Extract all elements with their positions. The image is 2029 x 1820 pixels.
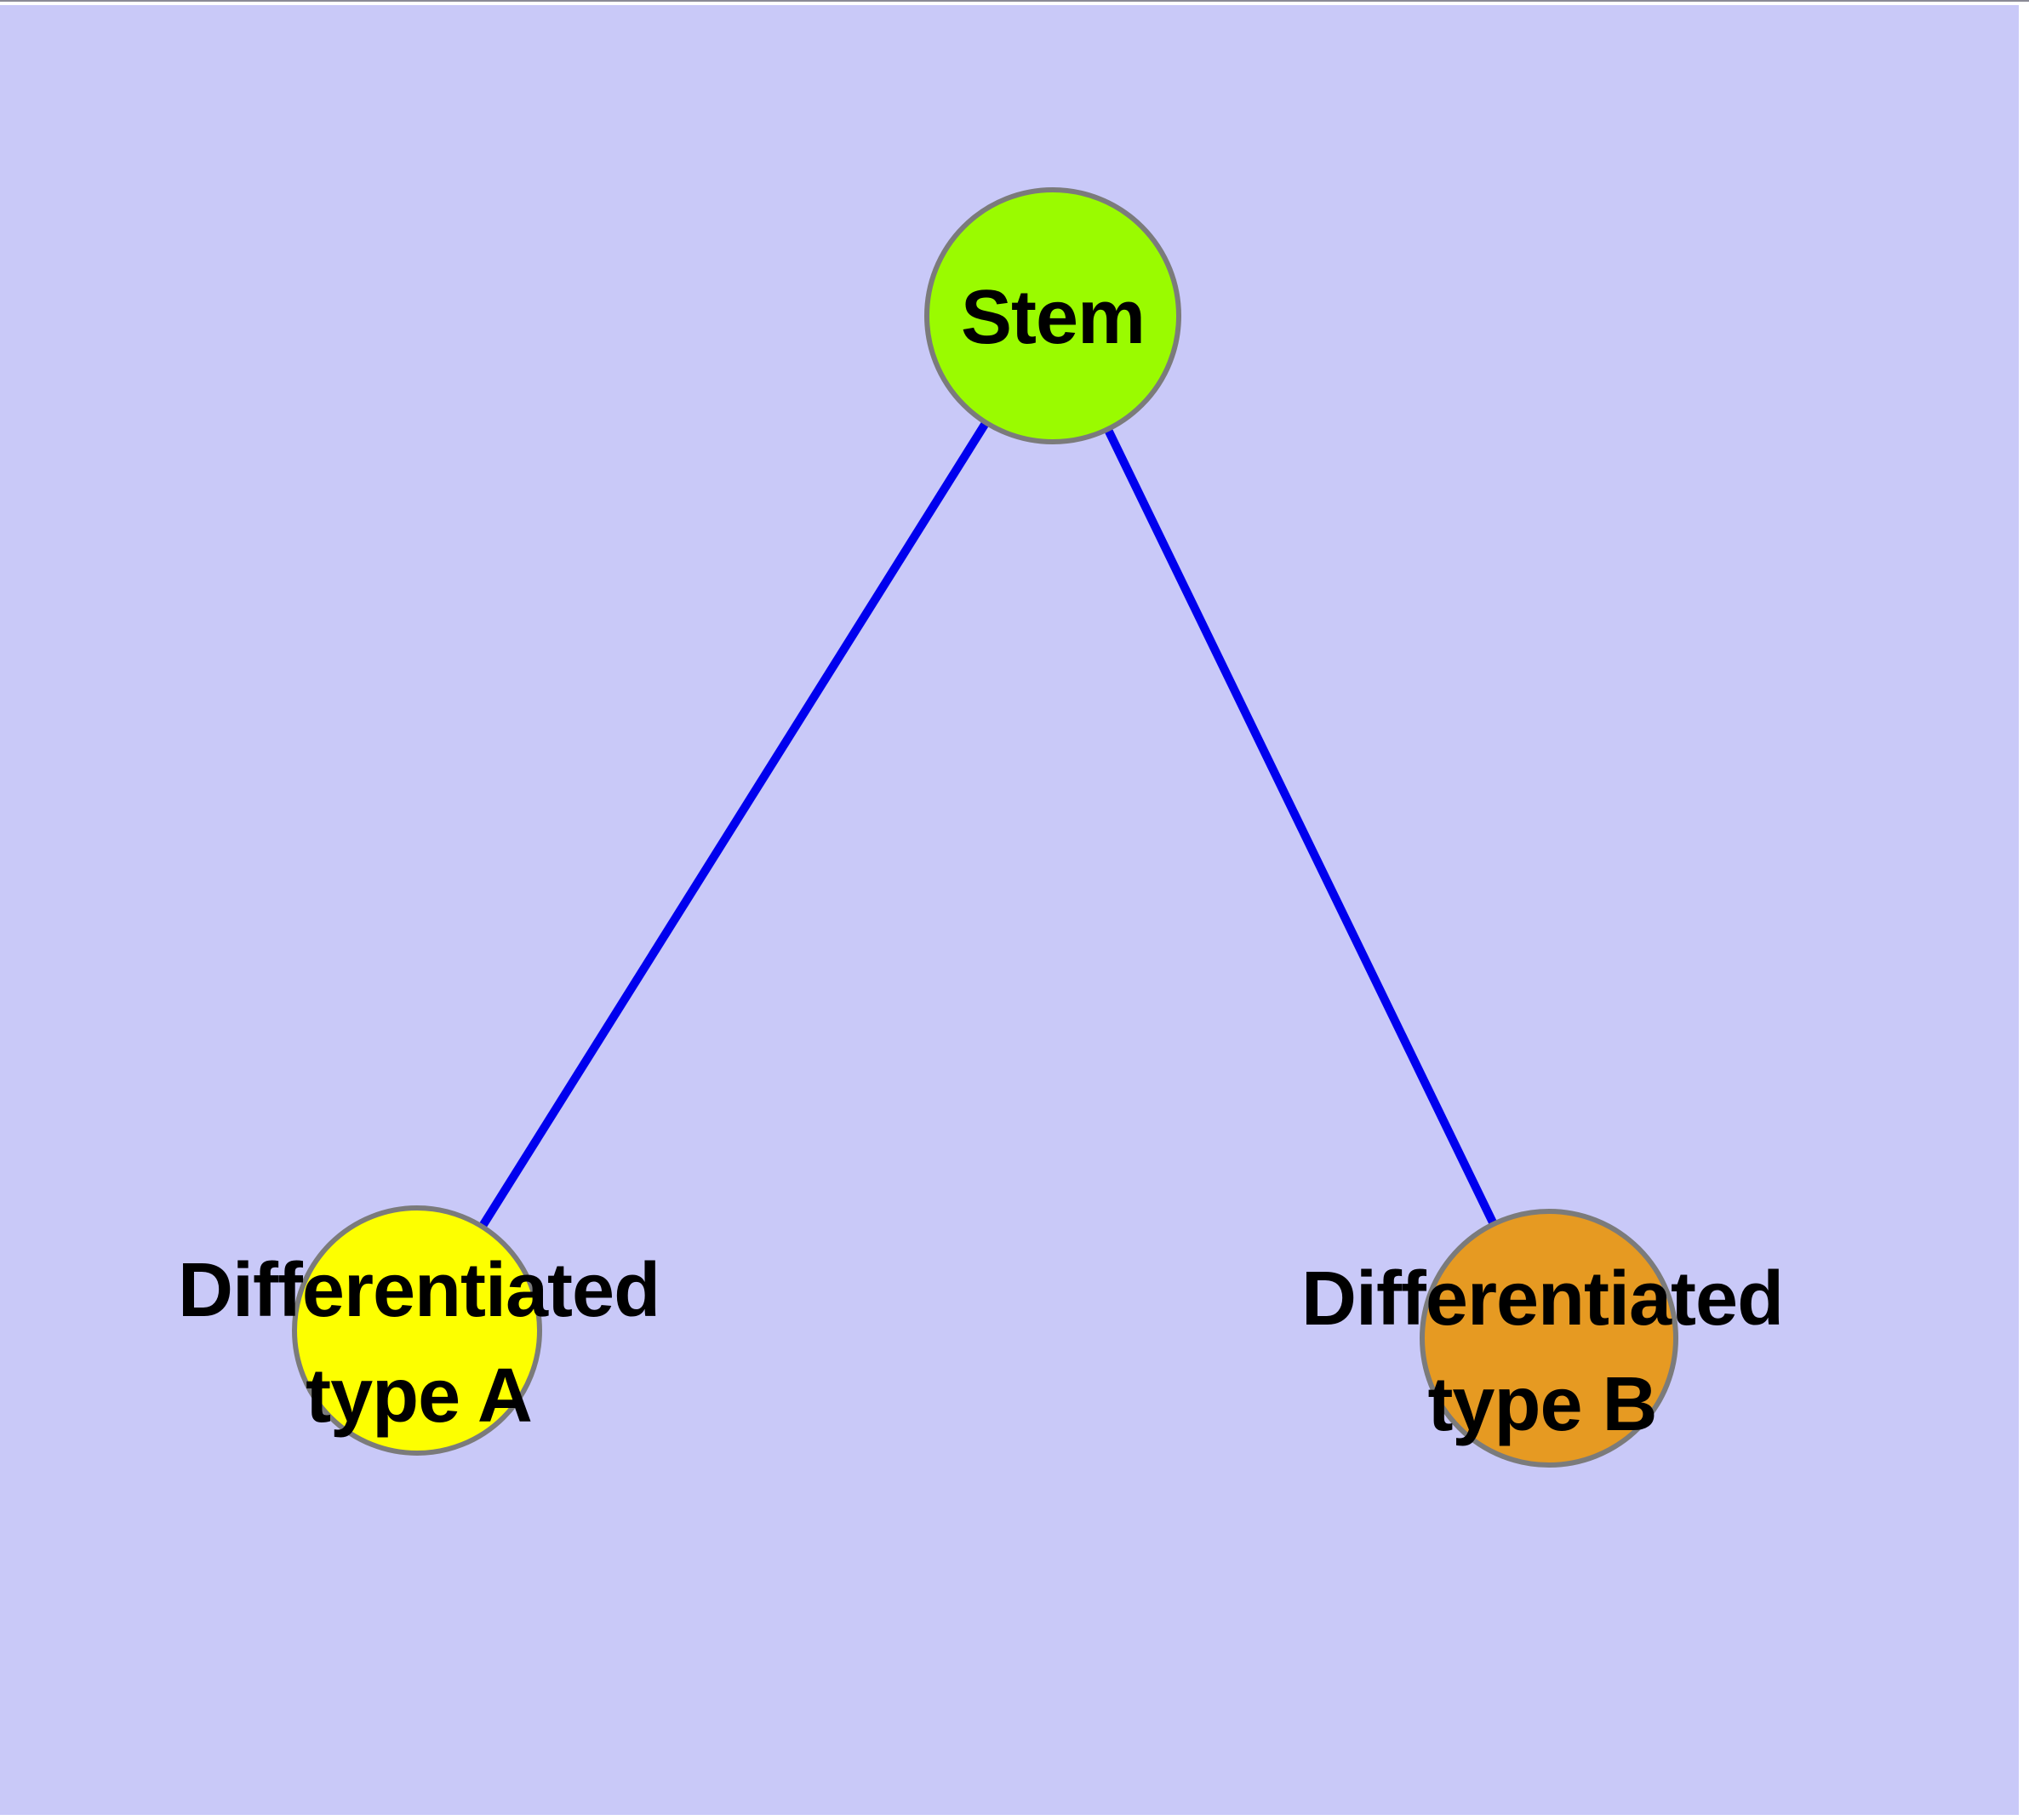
node-label-line: type B bbox=[1427, 1362, 1657, 1447]
type-a-node-circle bbox=[292, 1205, 542, 1456]
edge-stem-to-type-b bbox=[1049, 313, 1553, 1341]
type-b-node-label: Differentiated type B bbox=[1300, 1246, 1784, 1457]
node-label-line: type A bbox=[306, 1354, 533, 1439]
type-b-node-circle bbox=[1420, 1209, 1678, 1468]
node-label-line: Differentiated bbox=[1300, 1256, 1784, 1342]
node-label-line: Stem bbox=[960, 275, 1146, 360]
edge-stem-to-type-a bbox=[413, 313, 1057, 1333]
window-top-edge bbox=[0, 0, 2029, 2]
stem-node-circle bbox=[924, 187, 1181, 444]
node-label-line: Differentiated bbox=[177, 1248, 660, 1333]
stem-node-label: Stem bbox=[960, 265, 1146, 370]
type-a-node-label: Differentiated type A bbox=[178, 1238, 660, 1449]
